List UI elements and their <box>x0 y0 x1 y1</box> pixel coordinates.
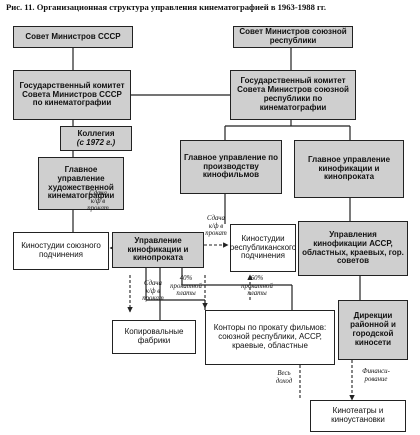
pct40-label: 40% прокатной платы <box>170 275 202 298</box>
gu-kinofik-box: Главное управление кинофикации и кинопро… <box>294 140 404 198</box>
sdacha-label-3: Сдача к/ф в прокат <box>142 280 164 303</box>
studios-union-label: Киностудии союзного подчинения <box>21 241 101 259</box>
copy-factories-box: Копировальные фабрики <box>112 320 196 354</box>
sovmin-ussr-label: Совет Министров СССР <box>25 31 121 41</box>
studios-union-box: Киностудии союзного подчинения <box>13 232 109 270</box>
kollegia-label: Коллегия <box>77 128 115 138</box>
pct60-label: 60% прокатной платы <box>241 275 273 298</box>
finansirovanie-label: Финанси- рование <box>362 368 390 383</box>
goskino-ussr-box: Государственный комитет Совета Министров… <box>13 70 131 120</box>
sdacha-label-2: Сдача к/ф в прокат <box>205 215 227 238</box>
gu-production-label: Главное управление по производству киноф… <box>184 152 278 180</box>
copy-factories-label: Копировальные фабрики <box>124 327 184 345</box>
gu-film-label: Главное управление художественной кинема… <box>47 164 115 201</box>
studios-rep-box: Киностудии республиканского подчинения <box>230 224 296 272</box>
sovmin-ussr-box: Совет Министров СССР <box>13 26 133 48</box>
upr-assr-label: Управления кинофикации АССР, областных, … <box>302 229 404 266</box>
goskino-rep-box: Государственный комитет Совета Министров… <box>230 70 356 120</box>
gu-film-box: Главное управление художественной кинема… <box>38 157 124 210</box>
gu-production-box: Главное управление по производству киноф… <box>180 140 282 194</box>
kollegia-year: (с 1972 г.) <box>76 137 116 147</box>
sdacha-label-1: Сдача к/ф в прокат <box>87 190 109 213</box>
direkcii-label: Дирекции районной и городской киносети <box>350 311 396 347</box>
upr-kinofik-label: Управление кинофикации и кинопроката <box>127 235 189 263</box>
kollegia-box: Коллегия (с 1972 г.) <box>60 126 132 151</box>
sovmin-rep-label: Совет Министров союзной республики <box>239 27 347 45</box>
goskino-rep-label: Государственный комитет Совета Министров… <box>237 76 349 112</box>
kinoteatry-box: Кинотеатры и киноустановки <box>310 400 406 432</box>
gu-kinofik-label: Главное управление кинофикации и кинопро… <box>307 154 391 182</box>
upr-kinofik-box: Управление кинофикации и кинопроката <box>112 232 204 268</box>
kontory-label: Конторы по прокату фильмов: союзной респ… <box>213 323 327 350</box>
direkcii-box: Дирекции районной и городской киносети <box>338 300 408 360</box>
kinoteatry-label: Кинотеатры и киноустановки <box>331 406 385 424</box>
goskino-ussr-label: Государственный комитет Совета Министров… <box>19 80 125 108</box>
studios-rep-label: Киностудии республиканского подчинения <box>229 233 297 261</box>
figure-title: Рис. 11. Организационная структура управ… <box>6 2 327 12</box>
kontory-box: Конторы по прокату фильмов: союзной респ… <box>205 310 335 365</box>
sovmin-rep-box: Совет Министров союзной республики <box>233 26 353 48</box>
ves-dohod-label: Весь доход <box>275 370 293 385</box>
upr-assr-box: Управления кинофикации АССР, областных, … <box>298 221 408 276</box>
